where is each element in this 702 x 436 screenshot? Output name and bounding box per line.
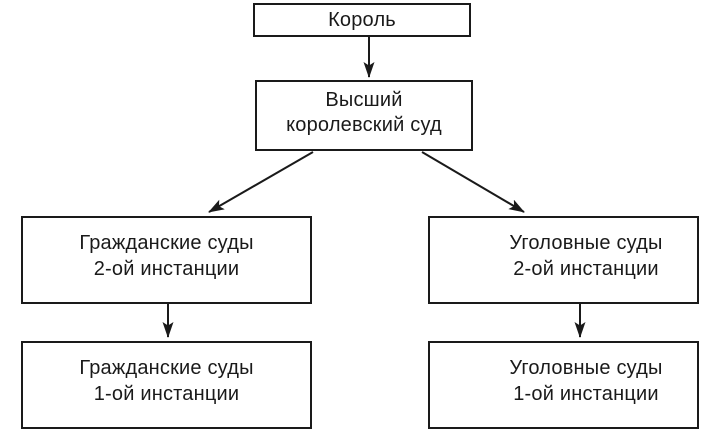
node-civil1-line2: 1-ой инстанции xyxy=(93,383,240,405)
node-civil2-line2: 2-ой инстанции xyxy=(93,258,240,280)
node-civil1-line1: Гражданские суды xyxy=(79,357,254,379)
node-supreme-royal-court: Высший королевский суд xyxy=(255,80,473,151)
node-supreme-line2: королевский суд xyxy=(286,114,442,136)
node-civil2-line1: Гражданские суды xyxy=(79,232,254,254)
node-criminal2-line1: Уголовные суды xyxy=(509,232,663,254)
node-king: Король xyxy=(253,3,471,37)
node-criminal2-line2: 2-ой инстанции xyxy=(513,258,659,280)
arrow-supreme-to-civil2 xyxy=(208,151,314,213)
node-criminal1-line2: 1-ой инстанции xyxy=(513,383,659,405)
arrow-supreme-to-criminal2 xyxy=(421,151,525,213)
node-criminal-courts-1st-instance: Уголовные суды 1-ой инстанции xyxy=(428,341,699,429)
node-civil-courts-1st-instance: Гражданские суды 1-ой инстанции xyxy=(21,341,312,429)
node-criminal-courts-2nd-instance: Уголовные суды 2-ой инстанции xyxy=(428,216,699,304)
node-criminal1-line1: Уголовные суды xyxy=(509,357,663,379)
node-king-label: Король xyxy=(328,9,396,31)
node-supreme-line1: Высший xyxy=(325,89,403,111)
node-civil-courts-2nd-instance: Гражданские суды 2-ой инстанции xyxy=(21,216,312,304)
